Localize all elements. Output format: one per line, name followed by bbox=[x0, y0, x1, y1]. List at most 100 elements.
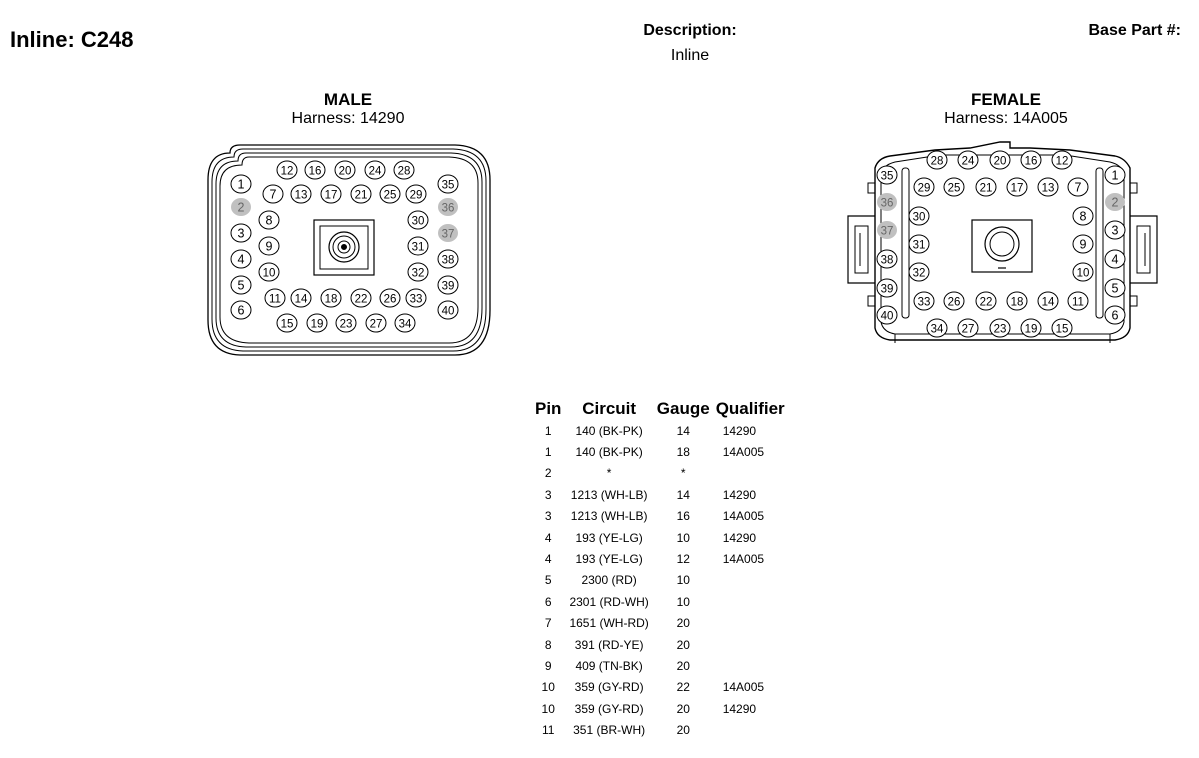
circuit-cell: 1651 (WH-RD) bbox=[569, 616, 649, 631]
pin-cavity-11: 11 bbox=[264, 288, 286, 308]
svg-text:40: 40 bbox=[442, 306, 455, 318]
pin-cell: 5 bbox=[544, 573, 552, 588]
pin-cavity-19: 19 bbox=[306, 313, 328, 333]
pin-cavity-4: 4 bbox=[1104, 249, 1126, 269]
pin-cavity-26: 26 bbox=[379, 288, 401, 308]
svg-text:25: 25 bbox=[384, 190, 397, 202]
female-gender-label: FEMALE bbox=[971, 90, 1041, 109]
pin-cavity-30: 30 bbox=[407, 210, 429, 230]
pin-cavity-31: 31 bbox=[407, 236, 429, 256]
svg-text:7: 7 bbox=[270, 188, 277, 202]
svg-text:17: 17 bbox=[325, 190, 338, 202]
svg-text:26: 26 bbox=[948, 297, 961, 309]
pin-cavity-24: 24 bbox=[364, 160, 386, 180]
pin-cavity-23: 23 bbox=[335, 313, 357, 333]
svg-text:33: 33 bbox=[410, 294, 423, 306]
svg-text:16: 16 bbox=[309, 166, 322, 178]
svg-text:21: 21 bbox=[980, 183, 993, 195]
svg-text:38: 38 bbox=[442, 255, 455, 267]
pin-cavity-8: 8 bbox=[258, 210, 280, 230]
gauge-cell: 22 bbox=[676, 680, 690, 695]
male-connector-heading: MALE Harness: 14290 bbox=[218, 90, 478, 128]
pin-cavity-22: 22 bbox=[350, 288, 372, 308]
gauge-cell: 20 bbox=[676, 658, 690, 673]
svg-text:40: 40 bbox=[881, 311, 894, 323]
svg-text:39: 39 bbox=[442, 281, 455, 293]
svg-text:37: 37 bbox=[442, 229, 455, 241]
svg-text:13: 13 bbox=[295, 190, 308, 202]
pin-cavity-13: 13 bbox=[1037, 177, 1059, 197]
pin-cell: 1 bbox=[544, 445, 552, 460]
svg-text:5: 5 bbox=[238, 279, 245, 293]
svg-text:36: 36 bbox=[881, 198, 894, 210]
pin-cavity-37: 37 bbox=[877, 221, 897, 239]
pin-cavity-13: 13 bbox=[290, 184, 312, 204]
svg-text:15: 15 bbox=[1056, 324, 1069, 336]
pin-cavity-5: 5 bbox=[230, 275, 252, 295]
svg-text:18: 18 bbox=[1011, 297, 1024, 309]
pin-cavity-38: 38 bbox=[437, 249, 459, 269]
qualifier-cell: 14290 bbox=[722, 701, 757, 716]
circuit-cell: 1213 (WH-LB) bbox=[570, 509, 648, 524]
gauge-cell: 16 bbox=[676, 509, 690, 524]
gauge-cell: 10 bbox=[676, 594, 690, 609]
circuit-cell: 391 (RD-YE) bbox=[574, 637, 644, 652]
gauge-column-header: Gauge bbox=[656, 399, 710, 418]
qualifier-cell bbox=[713, 613, 788, 634]
gauge-cell: 14 bbox=[676, 487, 690, 502]
svg-text:17: 17 bbox=[1011, 183, 1024, 195]
circuit-cell: 2300 (RD) bbox=[581, 573, 637, 588]
qualifier-cell bbox=[713, 719, 788, 740]
gauge-cell: 10 bbox=[676, 573, 690, 588]
svg-text:38: 38 bbox=[881, 255, 894, 267]
pin-cavity-10: 10 bbox=[258, 262, 280, 282]
female-center-key bbox=[971, 219, 1033, 273]
gauge-cell: 10 bbox=[676, 530, 690, 545]
pin-cavity-4: 4 bbox=[230, 249, 252, 269]
qualifier-cell: 14290 bbox=[722, 423, 757, 438]
svg-text:2: 2 bbox=[238, 201, 245, 215]
svg-text:1: 1 bbox=[238, 178, 245, 192]
circuit-cell: 351 (BR-WH) bbox=[573, 723, 646, 738]
gauge-cell: 12 bbox=[676, 552, 690, 567]
pin-cavity-35: 35 bbox=[437, 174, 459, 194]
pin-cavity-18: 18 bbox=[320, 288, 342, 308]
pin-cavity-30: 30 bbox=[908, 206, 930, 226]
svg-text:1: 1 bbox=[1112, 169, 1119, 183]
qualifier-cell: 14A005 bbox=[722, 445, 765, 460]
table-row: 5 2300 (RD) 10 bbox=[532, 570, 788, 591]
pin-cell: 7 bbox=[544, 616, 552, 631]
pin-cavity-3: 3 bbox=[230, 223, 252, 243]
pin-cell: 4 bbox=[544, 530, 552, 545]
circuit-cell: 359 (GY-RD) bbox=[574, 701, 644, 716]
svg-text:35: 35 bbox=[881, 171, 894, 183]
svg-text:33: 33 bbox=[918, 297, 931, 309]
pin-table-header-row: Pin Circuit Gauge Qualifier bbox=[532, 398, 788, 420]
svg-text:20: 20 bbox=[994, 156, 1007, 168]
circuit-cell: 140 (BK-PK) bbox=[575, 445, 643, 460]
description-label: Description: bbox=[643, 22, 737, 39]
pin-cavity-36: 36 bbox=[877, 193, 897, 211]
svg-text:22: 22 bbox=[355, 294, 368, 306]
gauge-cell: 18 bbox=[676, 445, 690, 460]
pin-cavity-27: 27 bbox=[365, 313, 387, 333]
svg-text:36: 36 bbox=[442, 203, 455, 215]
pin-cavity-21: 21 bbox=[975, 177, 997, 197]
pin-cavity-18: 18 bbox=[1006, 291, 1028, 311]
pin-cavity-27: 27 bbox=[957, 318, 979, 338]
pin-cell: 6 bbox=[544, 594, 552, 609]
female-harness-label: Harness: 14A005 bbox=[944, 110, 1068, 127]
pin-cavity-23: 23 bbox=[989, 318, 1011, 338]
circuit-cell: 359 (GY-RD) bbox=[574, 680, 644, 695]
pin-cell: 10 bbox=[541, 701, 555, 716]
pin-cell: 4 bbox=[544, 552, 552, 567]
svg-text:29: 29 bbox=[918, 183, 931, 195]
circuit-cell: 2301 (RD-WH) bbox=[569, 594, 649, 609]
gauge-cell: 20 bbox=[676, 637, 690, 652]
